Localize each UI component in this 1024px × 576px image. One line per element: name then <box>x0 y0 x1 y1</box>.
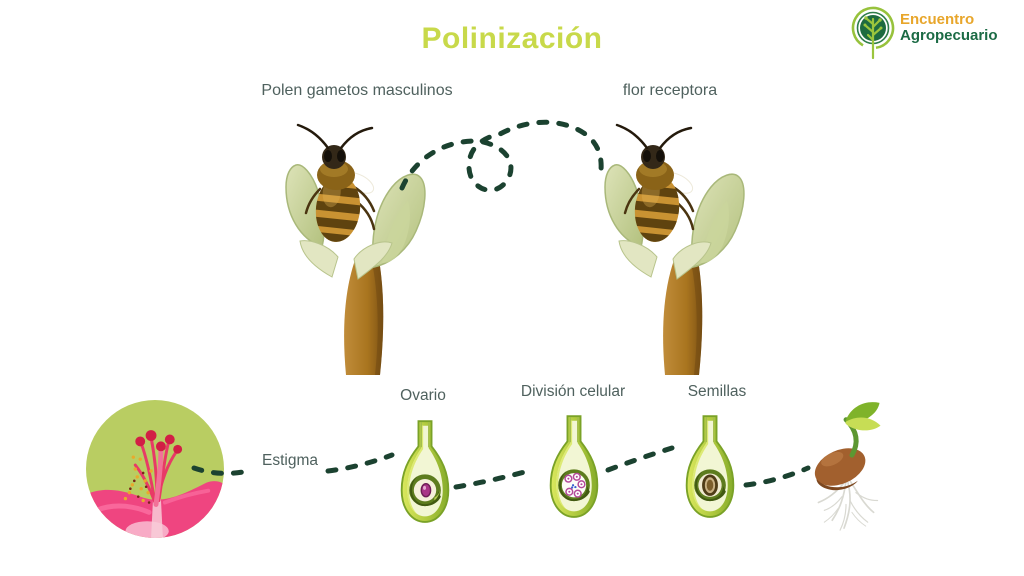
tree-in-circle-icon <box>851 6 895 60</box>
receiver-flower-label: flor receptora <box>622 82 718 99</box>
stigma-photo <box>86 400 224 538</box>
cell-division-label: División celular <box>520 383 626 400</box>
bee-flight-path-icon <box>399 119 604 193</box>
brand-logo: Encuentro Agropecuario <box>850 6 998 62</box>
brand-name: Encuentro Agropecuario <box>900 12 998 44</box>
process-dashed-path-icon <box>191 445 811 490</box>
seeds-stage-illustration <box>685 415 735 518</box>
seeds-label: Semillas <box>687 383 747 400</box>
ovary-label: Ovario <box>400 387 446 404</box>
stigma-label: Estigma <box>262 452 318 469</box>
ovary-stage-illustration <box>400 420 450 523</box>
pink-flower-stigma-illustration <box>86 400 224 538</box>
brand-name-bottom: Agropecuario <box>900 27 998 44</box>
brand-name-top: Encuentro <box>900 11 975 28</box>
cell-division-stage-illustration <box>549 415 599 518</box>
sprouting-seed-illustration <box>814 402 881 531</box>
pollen-label: Polen gametos masculinos <box>261 82 453 99</box>
page-title: Polinización <box>421 22 603 55</box>
